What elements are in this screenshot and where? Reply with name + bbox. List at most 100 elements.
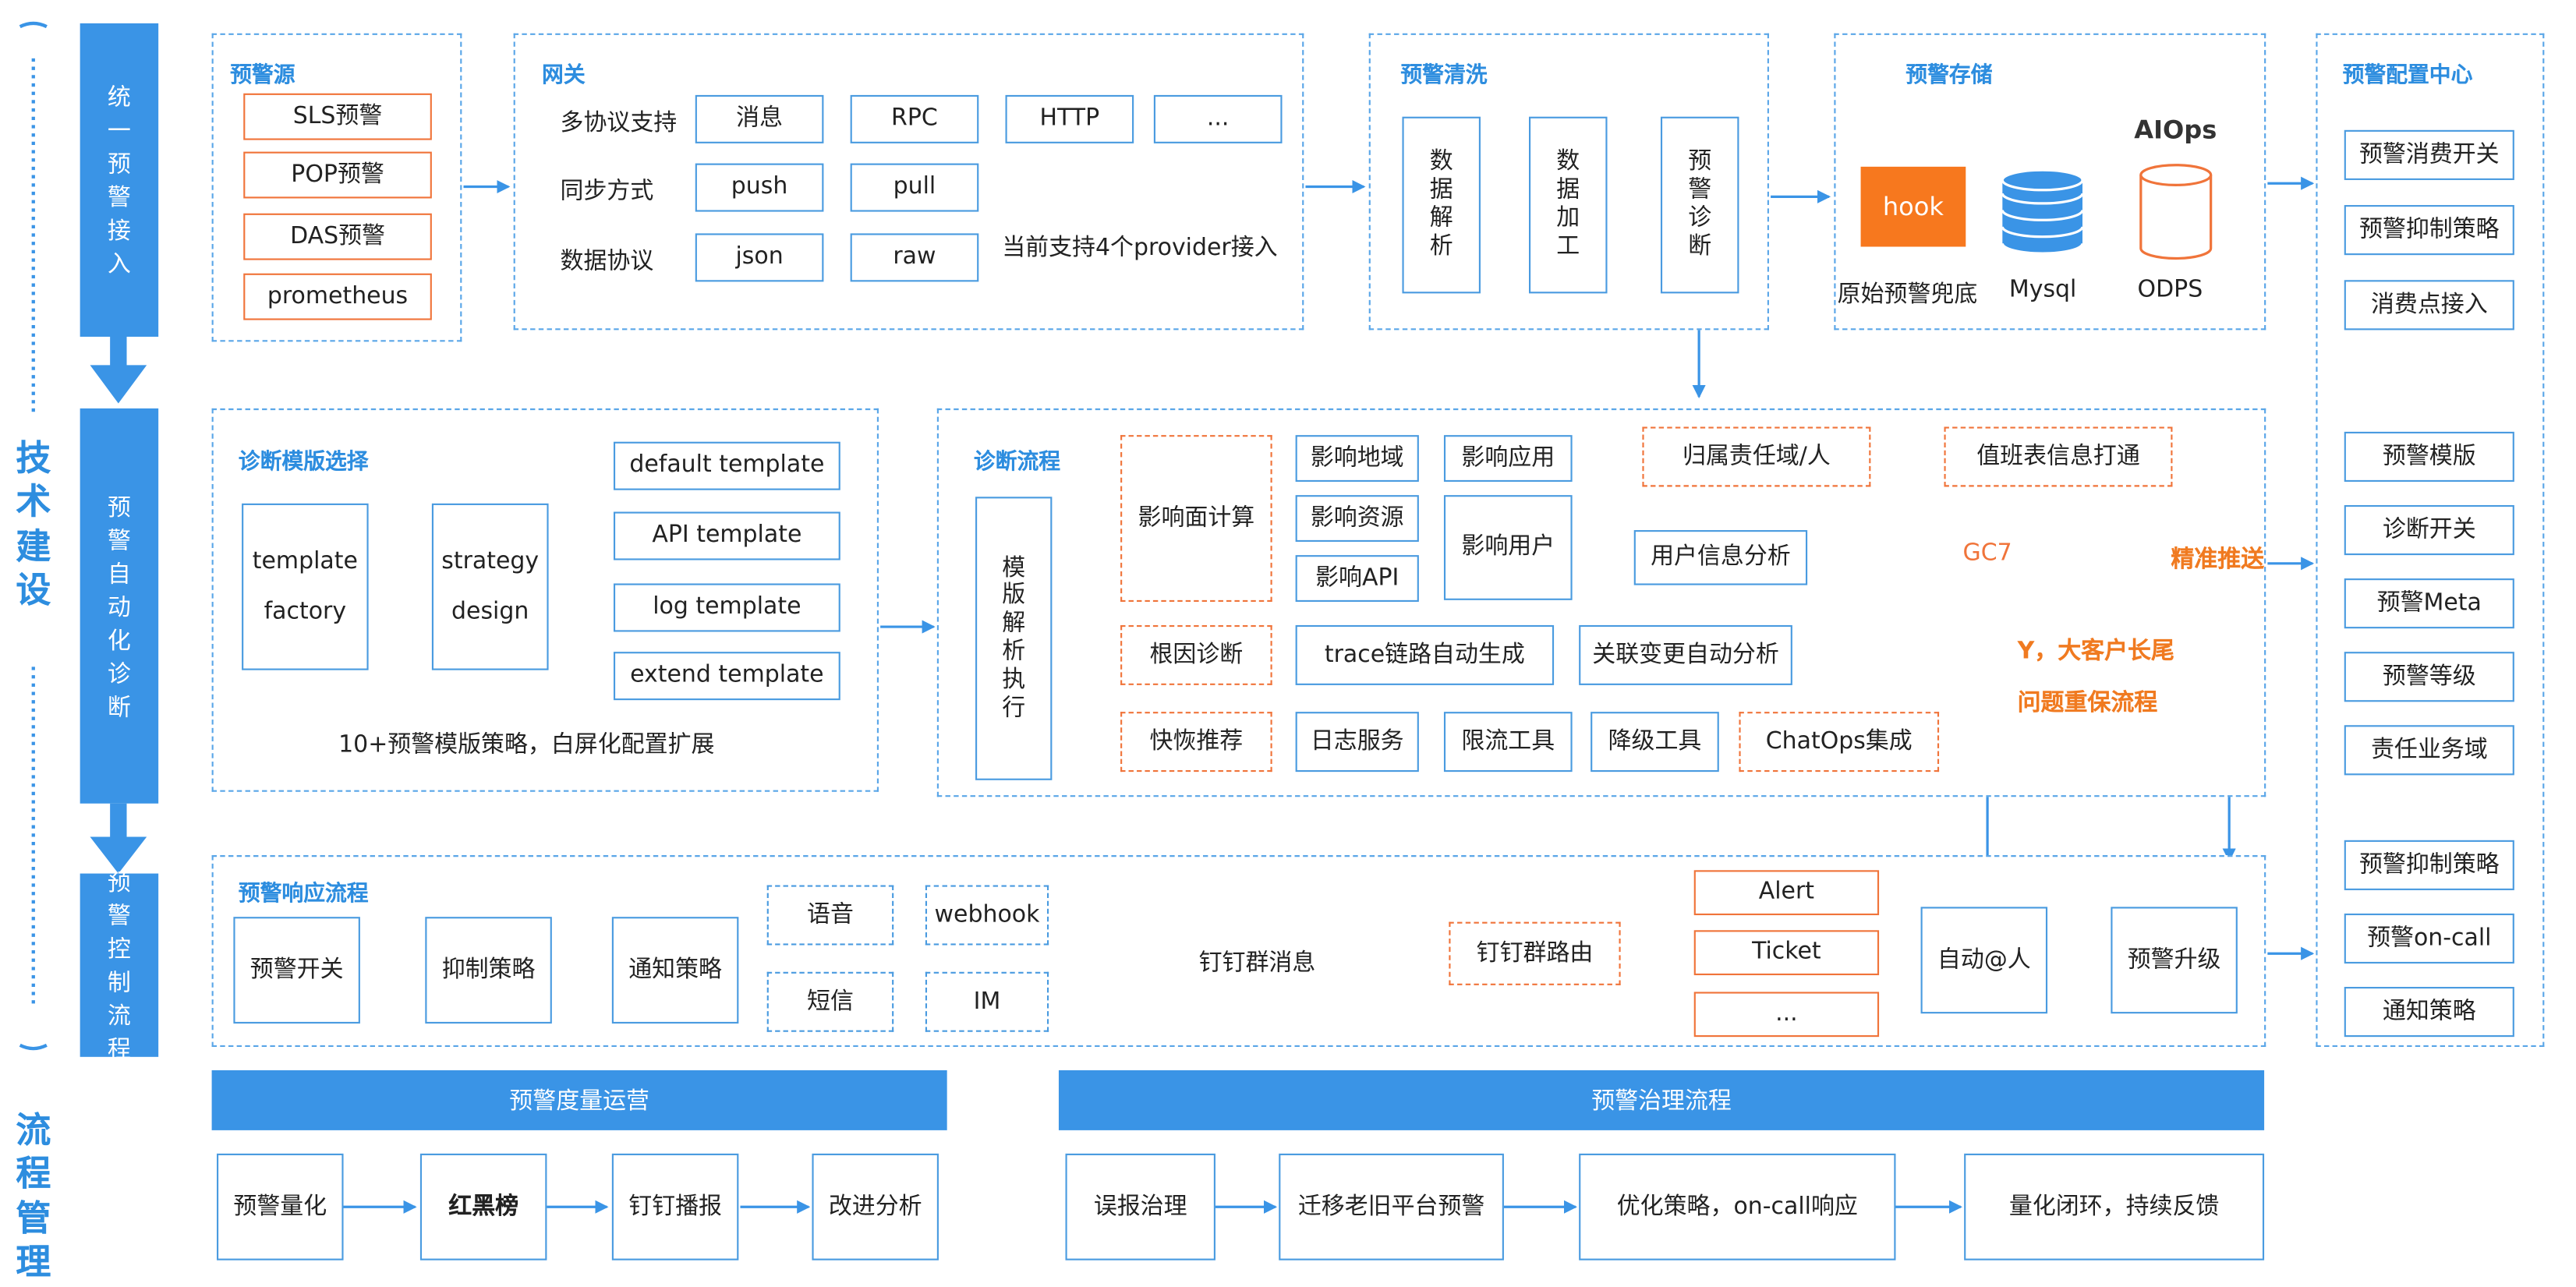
improve-analysis: 改进分析 [812,1153,939,1260]
gateway-item-push: push [695,163,824,212]
auto-mention: 自动@人 [1920,907,2048,1014]
gateway-item-json: json [695,233,824,282]
impact-user: 影响用户 [1443,495,1573,600]
gateway-item-rpc: RPC [850,94,979,143]
clean-parse: 数据解析 [1402,116,1481,294]
hook-box: hook [1860,166,1966,247]
duty-table: 值班表信息打通 [1944,426,2173,487]
alert-source-title: 预警源 [230,63,295,89]
red-black-list: 红黑榜 [419,1153,547,1260]
route-alert: Alert [1693,870,1880,916]
gateway-row-label-sync: 同步方式 [560,178,654,206]
config-consume-switch: 预警消费开关 [2344,129,2514,180]
chatops: ChatOps集成 [1739,712,1940,773]
log-service: 日志服务 [1295,712,1419,773]
governance-bar: 预警治理流程 [1058,1070,2265,1130]
migrate-legacy: 迁移老旧平台预警 [1279,1153,1504,1260]
api-template: API template [613,511,840,560]
dingtalk-message: 钉钉群消息 [1198,949,1316,978]
config-consume-point: 消费点接入 [2344,280,2514,331]
tech-build-label: 技术建设 [16,438,51,610]
impact-api: 影响API [1295,555,1419,602]
log-template: log template [613,583,840,632]
suppress-policy: 抑制策略 [425,917,552,1024]
channel-webhook: webhook [925,885,1049,946]
sidebar-unified-access: 统一预警接入 [80,23,159,337]
config-center-title: 预警配置中心 [2342,63,2473,89]
gc7-decision: GC7 [1962,539,2012,567]
dingtalk-broadcast: 钉钉播报 [611,1153,739,1260]
sidebar-auto-diagnosis: 预警自动化诊断 [80,408,159,804]
odps-database-icon [2139,164,2213,260]
source-sls: SLS预警 [243,93,432,140]
impact-calc: 影响面计算 [1120,435,1272,602]
gateway-row-label-protocol: 多协议支持 [560,110,678,137]
clean-diagnose: 预警诊断 [1660,116,1739,294]
alert-storage-title: 预警存储 [1905,63,1993,89]
optimize-oncall: 优化策略，on-call响应 [1579,1153,1896,1260]
channel-im: IM [925,971,1049,1032]
vip-label-1: Y，大客户长尾 [2017,638,2174,666]
user-info-analysis: 用户信息分析 [1633,530,1808,585]
template-select-title: 诊断模版选择 [238,450,369,476]
mysql-database-icon [2001,168,2084,255]
false-alarm-governance: 误报治理 [1065,1153,1215,1260]
trace-auto: trace链路自动生成 [1295,624,1555,685]
channel-sms: 短信 [766,971,894,1032]
source-prometheus: prometheus [243,273,432,320]
gateway-item-raw: raw [850,233,979,282]
extend-template: extend template [613,652,840,701]
owner-domain: 归属责任域/人 [1642,426,1871,487]
channel-voice: 语音 [766,885,894,946]
impact-resource: 影响资源 [1295,495,1419,543]
route-ticket: Ticket [1693,930,1880,976]
clean-process: 数据加工 [1529,116,1608,294]
degrade-tool: 降级工具 [1591,712,1719,773]
config-business-domain: 责任业务域 [2344,725,2514,776]
config-oncall: 预警on-call [2344,913,2514,964]
config-notify-policy: 通知策略 [2344,986,2514,1038]
mysql-label: Mysql [2008,276,2077,304]
template-factory: template factory [242,503,369,670]
process-management-label: 流程管理 [16,1110,51,1282]
change-auto: 关联变更自动分析 [1579,624,1792,685]
precise-push-label: 精准推送 [2171,546,2265,574]
hook-label: 原始预警兜底 [1837,281,1978,309]
impact-region: 影响地域 [1295,435,1419,483]
alert-switch: 预警开关 [233,917,360,1024]
aiops-label: AIOps [2134,115,2217,146]
response-flow-title: 预警响应流程 [238,882,369,907]
gateway-item-more: ... [1153,94,1283,143]
quantify-loop: 量化闭环，持续反馈 [1964,1153,2265,1260]
root-cause: 根因诊断 [1120,624,1272,685]
gateway-item-pull: pull [850,163,979,212]
config-suppress-policy-2: 预警抑制策略 [2344,840,2514,890]
config-alert-meta: 预警Meta [2344,578,2514,629]
strategy-design: strategy design [431,503,549,670]
config-alert-level: 预警等级 [2344,652,2514,702]
rate-limit-tool: 限流工具 [1443,712,1573,773]
config-diag-switch: 诊断开关 [2344,504,2514,556]
config-suppress-policy: 预警抑制策略 [2344,205,2514,256]
metrics-quantify: 预警量化 [217,1153,344,1260]
gateway-item-http: HTTP [1005,94,1134,143]
diagnosis-flow-title: 诊断流程 [973,450,1061,476]
notify-policy: 通知策略 [611,917,739,1024]
config-alert-template: 预警模版 [2344,431,2514,483]
route-more: ... [1693,992,1880,1038]
metrics-ops-bar: 预警度量运营 [211,1070,947,1130]
vip-label-2: 问题重保流程 [2017,690,2158,717]
impact-app: 影响应用 [1443,435,1573,483]
source-pop: POP预警 [243,151,432,199]
gateway-title: 网关 [542,63,586,89]
source-das: DAS预警 [243,213,432,260]
template-parse-execute: 模版解析执行 [975,497,1053,780]
sidebar-control-flow: 预警控制流程 [80,870,159,1063]
template-note: 10+预警模版策略，白屏化配置扩展 [338,731,715,759]
gateway-note: 当前支持4个provider接入 [1002,235,1278,262]
quick-recover: 快恢推荐 [1120,712,1272,773]
alert-upgrade: 预警升级 [2111,907,2238,1014]
gateway-item-message: 消息 [695,94,824,143]
odps-label: ODPS [2137,276,2203,304]
